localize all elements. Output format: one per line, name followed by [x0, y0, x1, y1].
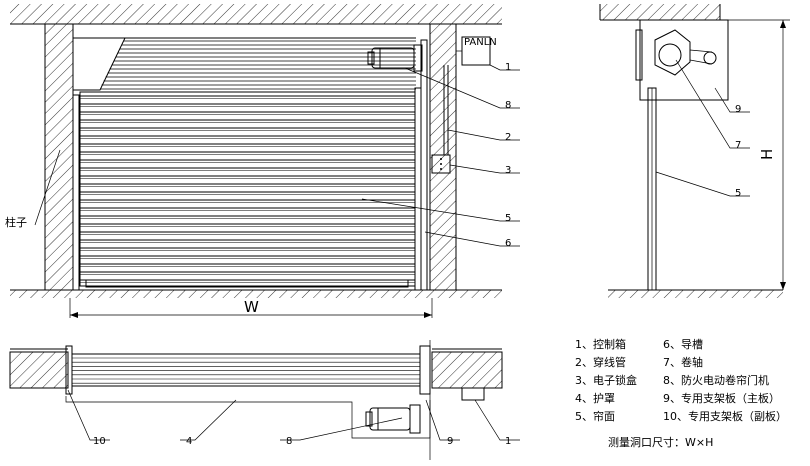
ceiling-hatch — [10, 4, 502, 24]
legend-item-7: 7、卷轴 — [663, 355, 703, 369]
legend-footer: 测量洞口尺寸：W×H — [608, 435, 713, 449]
callout-9-side: 9 — [735, 104, 741, 115]
callout-2-front: 2 — [505, 132, 511, 143]
plan-coil-lines — [72, 357, 420, 384]
legend-item-10: 10、专用支架板（副板） — [663, 409, 787, 423]
legend-item-5: 5、帘面 — [575, 409, 615, 423]
right-column-hatch — [430, 24, 456, 290]
legend-item-9: 9、专用支架板（主板） — [663, 391, 780, 405]
callout-3-front: 3 — [505, 165, 511, 176]
curtain-slats — [80, 95, 415, 283]
front-view: PANLN W 柱子 1 8 2 3 5 — [5, 4, 520, 318]
width-label: W — [244, 298, 259, 316]
callout-5-front: 5 — [505, 213, 511, 224]
callout-1-front: 1 — [505, 62, 511, 73]
callout-5-side: 5 — [735, 188, 741, 199]
column-label: 柱子 — [5, 215, 27, 229]
plan-left-wall-hatch — [10, 352, 68, 388]
callout-4-plan: 4 — [186, 436, 192, 447]
callout-10-plan: 10 — [93, 436, 106, 447]
floor-hatch — [10, 290, 502, 298]
legend-item-2: 2、穿线管 — [575, 355, 626, 369]
coil-lines — [100, 40, 416, 90]
bracket-plate — [639, 19, 729, 101]
callout-9-plan: 9 — [447, 436, 453, 447]
legend-item-1: 1、控制箱 — [575, 337, 626, 351]
lock-box — [431, 154, 451, 174]
plan-motor — [365, 404, 421, 434]
legend-item-3: 3、电子锁盒 — [575, 373, 637, 387]
left-column-hatch — [45, 24, 73, 290]
legend-item-6: 6、导槽 — [663, 338, 703, 351]
legend: 1、控制箱 2、穿线管 3、电子锁盒 4、护罩 5、帘面 6、导槽 7、卷轴 8… — [575, 337, 787, 449]
control-box: PANLN — [456, 36, 497, 66]
control-box-brand: PANLN — [464, 37, 497, 48]
legend-item-8: 8、防火电动卷帘门机 — [663, 373, 769, 387]
motor — [367, 44, 423, 72]
callout-1-plan: 1 — [505, 436, 511, 447]
legend-item-4: 4、护罩 — [575, 391, 615, 405]
callout-6-front: 6 — [505, 238, 511, 249]
plan-right-wall-hatch — [432, 352, 502, 388]
plan-view: 10 4 8 9 1 — [9, 340, 520, 460]
height-label: H — [758, 149, 776, 160]
side-ceiling-hatch — [600, 4, 720, 20]
side-floor-hatch — [608, 290, 783, 298]
shaft-hexagon — [654, 29, 691, 76]
callout-8-plan: 8 — [286, 436, 292, 447]
side-view: H 9 7 5 — [599, 4, 790, 298]
callout-8-front: 8 — [505, 100, 511, 111]
plan-control-box — [461, 387, 485, 401]
callout-7-side: 7 — [735, 140, 741, 151]
